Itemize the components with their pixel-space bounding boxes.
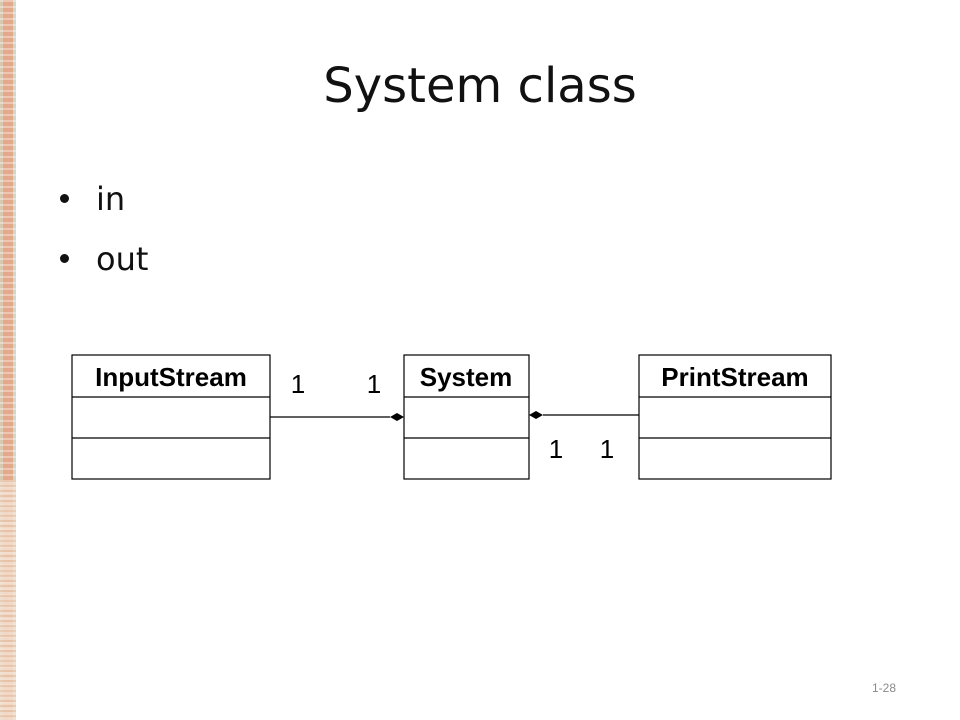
slide-title: System class — [323, 58, 637, 114]
multiplicity-label: 1 — [291, 369, 305, 399]
class-name-printstream: PrintStream — [661, 362, 808, 392]
multiplicity-label: 1 — [549, 434, 563, 464]
decorative-side-border-lower — [0, 480, 16, 720]
class-name-inputstream: InputStream — [95, 362, 247, 392]
bullet-icon — [60, 194, 69, 203]
class-name-system: System — [420, 362, 513, 392]
class-box-printstream: PrintStream — [638, 354, 832, 480]
bullet-list: in out — [60, 180, 148, 300]
bullet-item-out: out — [60, 240, 148, 300]
slide-number: 1-28 — [872, 681, 897, 695]
aggregation-diamond-icon — [390, 413, 404, 421]
bullet-icon — [60, 254, 69, 263]
bullet-item-in: in — [60, 180, 148, 240]
multiplicity-label: 1 — [600, 434, 614, 464]
multiplicity-label: 1 — [367, 369, 381, 399]
association-inputstream-system: 1 1 — [270, 369, 404, 421]
class-box-inputstream: InputStream — [71, 354, 271, 480]
class-box-system: System — [403, 354, 530, 480]
aggregation-diamond-icon — [529, 411, 543, 419]
bullet-text: out — [96, 240, 149, 278]
bullet-text: in — [96, 180, 126, 218]
association-system-printstream: 1 1 — [529, 411, 639, 464]
